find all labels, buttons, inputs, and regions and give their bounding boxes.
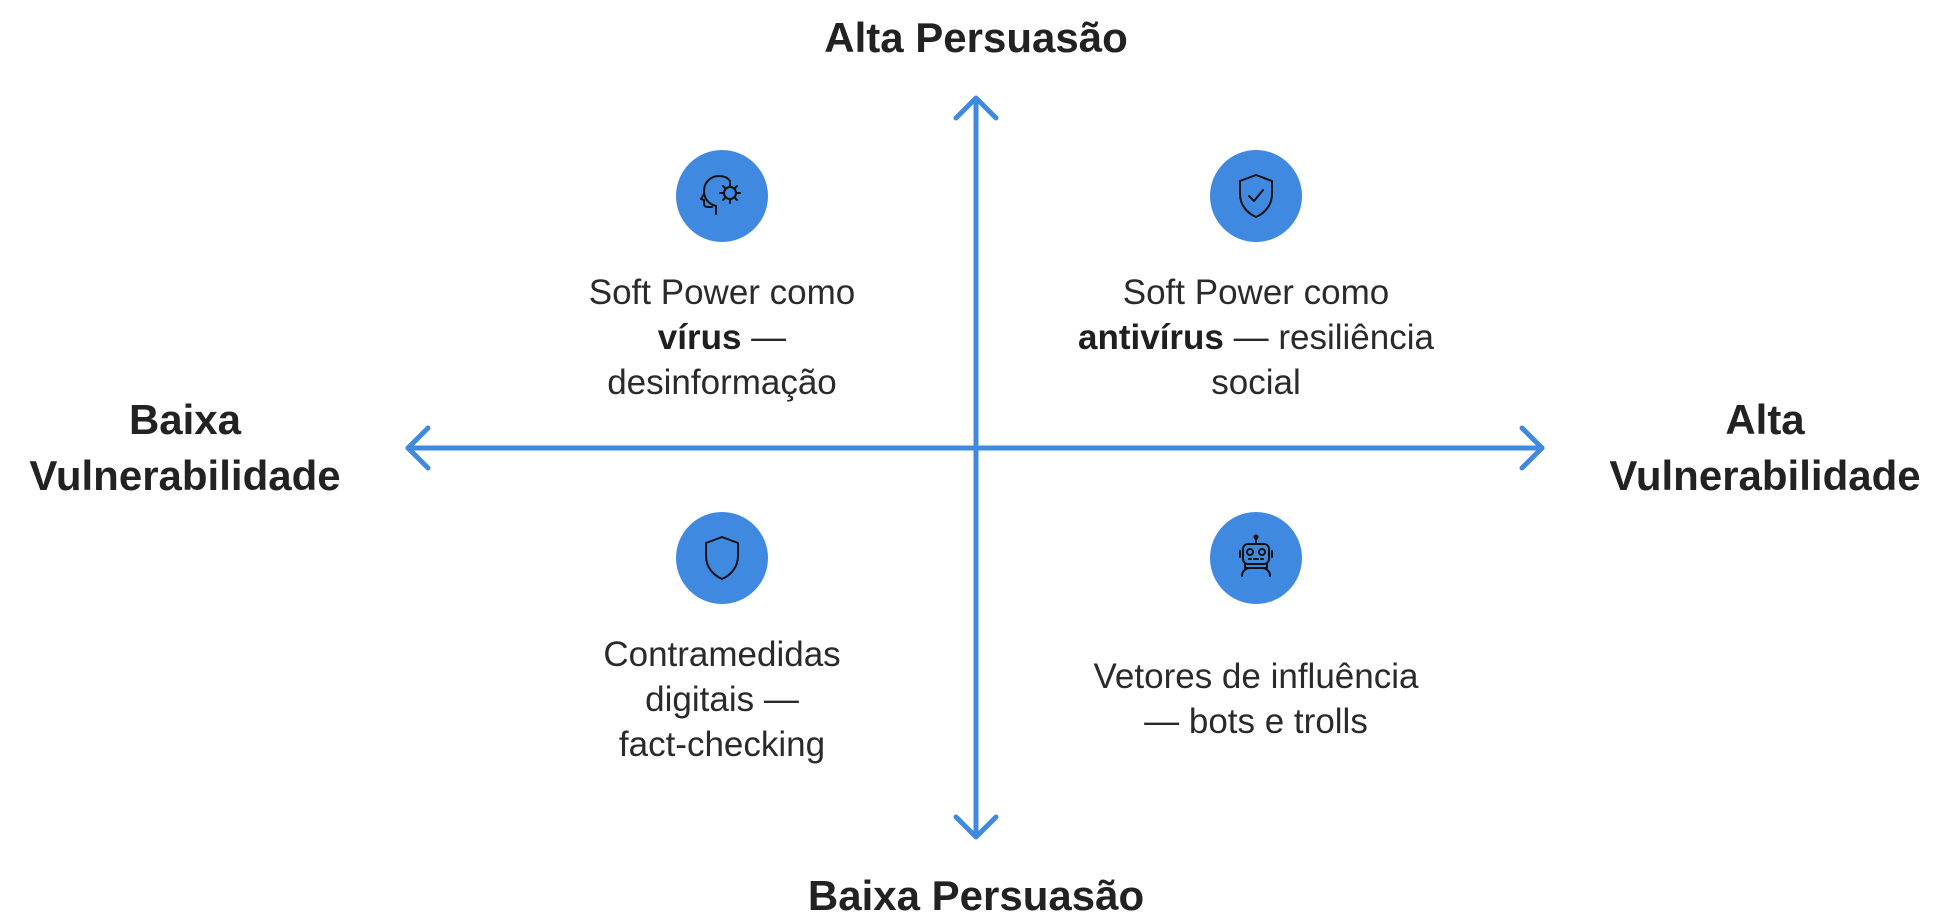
axis-label-left-line1: Baixa	[128, 396, 242, 443]
quadrant-top-right-line2: antivírus — resiliência	[1036, 315, 1476, 360]
quadrant-bottom-left-line1: Contramedidas	[603, 635, 841, 674]
axis-label-left: Baixa Vulnerabilidade	[0, 392, 370, 504]
arrow-right-icon	[1519, 425, 1545, 471]
quadrant-bottom-left-line3: fact-checking	[618, 725, 826, 764]
arrow-down-icon	[953, 814, 999, 840]
quadrant-top-left-text: Soft Power como vírus — desinformação	[502, 270, 942, 405]
quadrant-bottom-left-text: Contramedidas digitais — fact-checking	[502, 632, 942, 767]
axis-label-left-line2: Vulnerabilidade	[29, 452, 341, 499]
keyword-antivirus: antivírus	[1078, 318, 1224, 357]
axis-label-bottom: Baixa Persuasão	[807, 872, 1145, 919]
axis-label-right-line1: Alta	[1725, 396, 1805, 443]
quadrant-top-left-line2: vírus —	[502, 315, 942, 360]
quadrant-bottom-right-text: Vetores de influência — bots e trolls	[1036, 654, 1476, 744]
quadrant-top-left-line3: desinformação	[607, 363, 837, 402]
quadrant-top-right-text: Soft Power como antivírus — resiliência …	[1036, 270, 1476, 405]
keyword-virus: vírus	[657, 318, 742, 357]
quadrant-top-right-line2-rest: — resiliência	[1223, 318, 1434, 357]
axis-label-right: Alta Vulnerabilidade	[1580, 392, 1950, 504]
head-virus-icon	[676, 150, 768, 242]
quadrant-top-right-line1: Soft Power como	[1122, 273, 1390, 312]
quadrant-top-right-line3: social	[1211, 363, 1301, 402]
quadrant-top-right: Soft Power como antivírus — resiliência …	[1036, 150, 1476, 405]
quadrant-bottom-right-line1: Vetores de influência	[1093, 657, 1419, 696]
axis-label-right-line2: Vulnerabilidade	[1609, 452, 1921, 499]
arrow-up-icon	[953, 95, 999, 121]
arrow-left-icon	[405, 425, 431, 471]
quadrant-top-left: Soft Power como vírus — desinformação	[502, 150, 942, 405]
quadrant-bottom-right-line2: — bots e trolls	[1144, 702, 1368, 741]
axis-label-top: Alta Persuasão	[824, 14, 1128, 61]
shield-icon	[676, 512, 768, 604]
quadrant-bottom-left: Contramedidas digitais — fact-checking	[502, 512, 942, 767]
robot-icon	[1210, 512, 1302, 604]
quadrant-bottom-left-line2: digitais —	[645, 680, 799, 719]
shield-check-icon	[1210, 150, 1302, 242]
quadrant-top-left-line1: Soft Power como	[588, 273, 856, 312]
quadrant-top-left-line2-rest: —	[741, 318, 787, 357]
quadrant-bottom-right: Vetores de influência — bots e trolls	[1036, 512, 1476, 744]
